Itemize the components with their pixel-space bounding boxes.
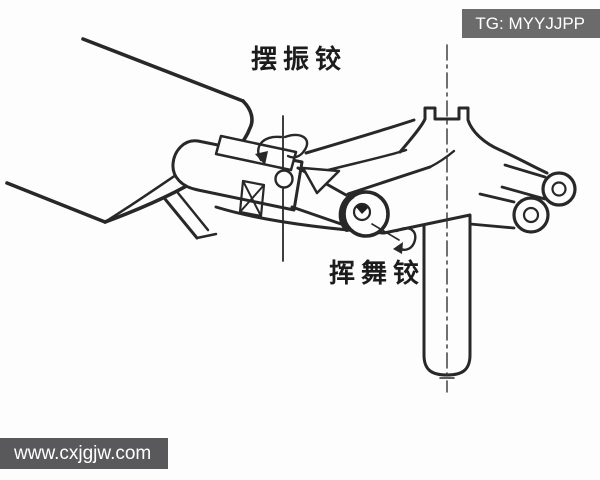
website-watermark-badge: www.cxjgjw.com bbox=[0, 438, 169, 469]
upper-strut bbox=[304, 118, 416, 174]
lag-hinge-label: 摆振铰 bbox=[251, 45, 348, 75]
flap-hinge-cylinder bbox=[338, 165, 472, 238]
hub-lug-eyes bbox=[468, 163, 577, 234]
flap-hinge-label: 挥舞铰 bbox=[329, 259, 426, 289]
telegram-watermark-badge: TG: MYYJJPP bbox=[462, 9, 600, 38]
flap-rotation-arrow bbox=[371, 223, 417, 254]
link-bar bbox=[290, 166, 348, 227]
blade-grip-sleeve bbox=[163, 134, 304, 240]
rotor-hub-body bbox=[398, 106, 549, 175]
lag-hinge-vertical-axis bbox=[274, 115, 294, 262]
lag-rotation-arrow bbox=[255, 133, 309, 165]
